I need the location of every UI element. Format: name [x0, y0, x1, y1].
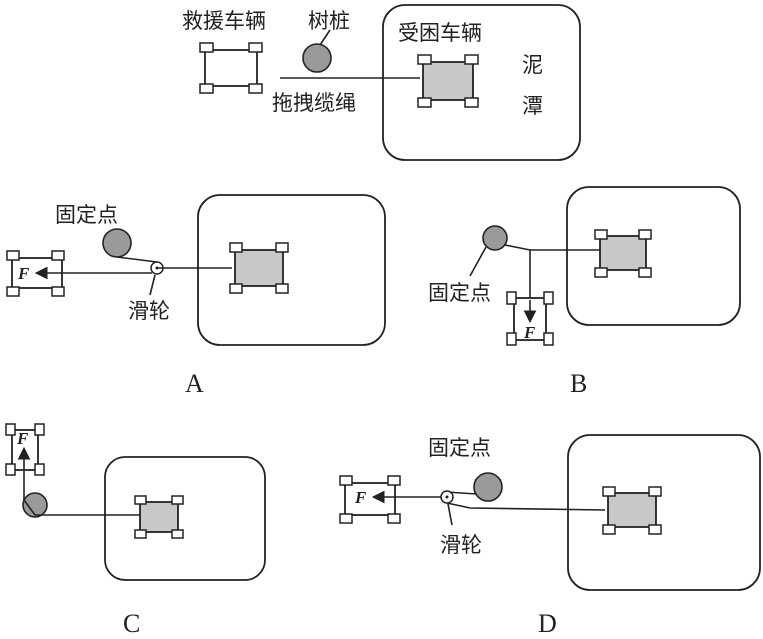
swamp-label-2: 潭: [522, 94, 543, 118]
rescue-vehicle-icon: [339, 475, 401, 524]
option-b: 固定点 F B: [428, 186, 741, 398]
rescue-vehicle-icon: [199, 42, 263, 94]
option-label: C: [123, 609, 140, 638]
option-a: 固定点 滑轮 F A: [6, 194, 386, 398]
force-label: F: [17, 264, 30, 283]
force-label: F: [16, 429, 29, 448]
fixed-point-icon: [482, 225, 508, 251]
option-c: F C: [5, 423, 266, 638]
fixed-point-icon: [102, 228, 132, 258]
trapped-vehicle-icon: [417, 54, 479, 108]
trapped-vehicle-icon: [229, 242, 289, 294]
fixed-point-label: 固定点: [55, 203, 118, 227]
fixed-point-label: 固定点: [428, 281, 491, 305]
rope-label: 拖拽缆绳: [272, 91, 356, 115]
pulley-label: 滑轮: [128, 299, 170, 323]
swamp-label-1: 泥: [522, 53, 543, 77]
option-label: A: [185, 369, 204, 398]
rescue-vehicle-icon: [5, 423, 45, 476]
force-label: F: [523, 323, 536, 342]
trapped-vehicle-label: 受困车辆: [398, 21, 482, 45]
option-d: 固定点 滑轮 F D: [339, 434, 761, 638]
swamp: [382, 4, 581, 161]
trapped-vehicle-icon: [602, 486, 662, 535]
trapped-vehicle-icon: [134, 495, 184, 539]
fixed-point-icon: [473, 472, 503, 502]
stump-label: 树桩: [308, 9, 350, 33]
force-label: F: [354, 488, 367, 507]
rescue-vehicle-label: 救援车辆: [182, 9, 266, 33]
fixed-point-icon: [22, 492, 48, 518]
top-scene: 救援车辆 树桩 受困车辆 泥 潭 拖拽缆绳: [182, 4, 581, 161]
pulley-label: 滑轮: [440, 533, 482, 557]
stump-icon: [302, 43, 332, 73]
option-label: D: [538, 609, 557, 638]
option-label: B: [570, 369, 587, 398]
fixed-point-label: 固定点: [428, 436, 491, 460]
trapped-vehicle-icon: [594, 229, 652, 278]
